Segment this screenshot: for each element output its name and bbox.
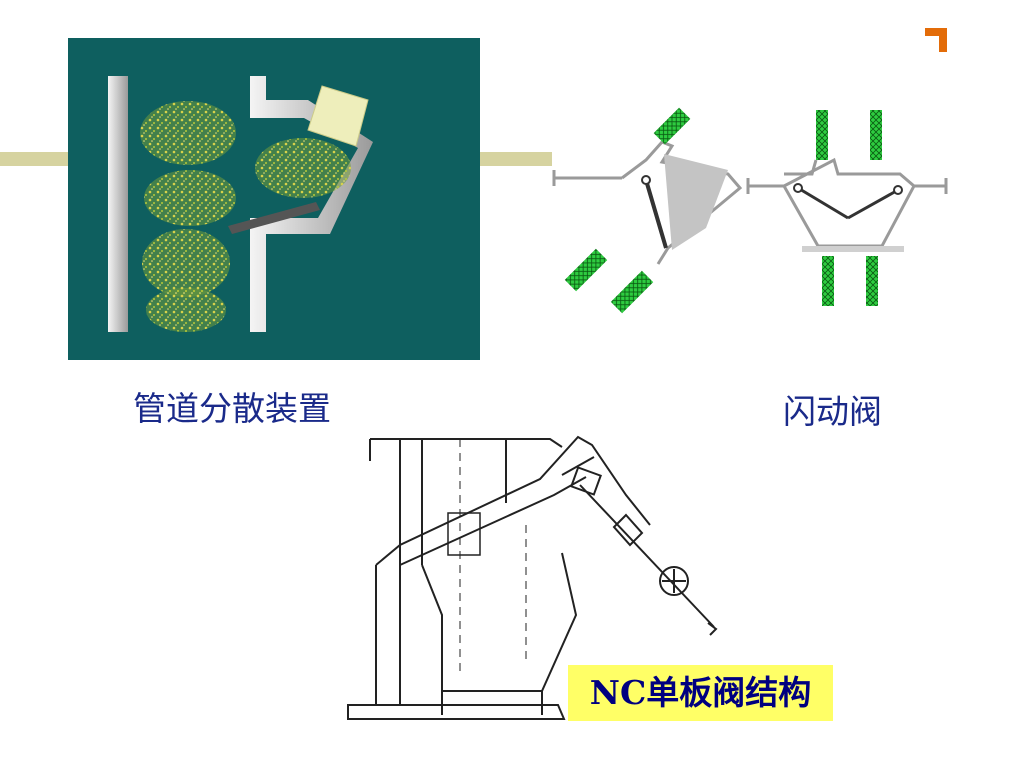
caption-nc-valve: NC单板阀结构: [568, 665, 833, 721]
pipe-disperser-drawing: [108, 76, 373, 332]
caption-pipe-disperser: 管道分散装置: [133, 389, 331, 428]
nc-valve-sketch: [347, 435, 718, 720]
caption-flash-valve: 闪动阀: [783, 392, 882, 431]
decorative-rule-left: [0, 152, 68, 166]
flash-valve-illustration: [552, 78, 948, 348]
pipe-disperser-illustration: [68, 38, 480, 360]
flash-valve-drawing: [552, 107, 948, 314]
corner-bracket-icon: [925, 28, 947, 52]
decorative-rule-middle: [480, 152, 552, 166]
